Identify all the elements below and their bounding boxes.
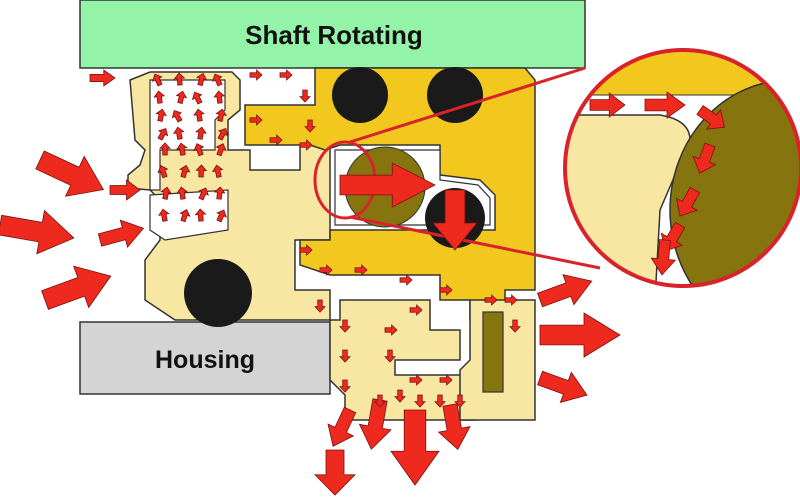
flow-arrow bbox=[159, 142, 171, 156]
flow-arrow bbox=[176, 142, 188, 156]
flow-arrow bbox=[212, 73, 223, 87]
lower-seal-ring bbox=[329, 299, 476, 421]
flow-arrow bbox=[509, 319, 521, 333]
flow-arrow bbox=[439, 374, 453, 386]
flow-arrow bbox=[211, 164, 224, 178]
flow-arrow bbox=[217, 127, 229, 141]
housing-label: Housing bbox=[155, 346, 255, 374]
flow-arrow bbox=[215, 108, 227, 122]
flow-arrow bbox=[414, 394, 426, 408]
flow-arrow bbox=[339, 162, 436, 208]
flow-arrow bbox=[194, 208, 207, 222]
flow-arrow bbox=[109, 179, 141, 201]
flow-arrow bbox=[339, 349, 351, 363]
shaft-label: Shaft Rotating bbox=[245, 20, 423, 50]
flow-arrow bbox=[299, 89, 311, 103]
flow-arrow bbox=[173, 126, 185, 140]
flow-arrow bbox=[269, 134, 283, 146]
flow-arrow bbox=[193, 143, 205, 157]
flow-arrow bbox=[155, 108, 167, 122]
flow-arrow bbox=[173, 72, 186, 86]
cavity bbox=[149, 79, 226, 191]
flow-arrow bbox=[409, 374, 423, 386]
flow-arrow bbox=[195, 164, 208, 178]
flow-arrow bbox=[215, 143, 227, 157]
flow-arrow bbox=[195, 72, 208, 87]
flow-arrow bbox=[484, 294, 498, 306]
flow-arrow bbox=[384, 349, 396, 363]
flow-arrow bbox=[434, 394, 446, 408]
flow-arrow bbox=[394, 389, 406, 403]
flow-arrow bbox=[314, 299, 326, 313]
flow-arrow bbox=[35, 150, 105, 197]
magnify-line-top bbox=[349, 66, 586, 144]
flow-arrow bbox=[213, 90, 226, 104]
magnified-view bbox=[565, 50, 800, 286]
flow-arrow bbox=[157, 127, 169, 141]
flow-arrow bbox=[191, 91, 203, 105]
flow-arrow bbox=[304, 119, 316, 133]
flow-arrow bbox=[539, 312, 621, 358]
flow-arrow bbox=[390, 409, 440, 486]
magnifier-circle bbox=[563, 48, 800, 288]
flow-arrow bbox=[195, 126, 207, 140]
magnify-line-bottom bbox=[349, 215, 601, 270]
flow-arrow bbox=[675, 186, 701, 217]
flow-arrow bbox=[198, 187, 209, 201]
flow-arrow bbox=[537, 274, 593, 308]
flow-arrow bbox=[0, 209, 75, 255]
flow-arrow bbox=[175, 90, 188, 104]
flow-arrow bbox=[692, 142, 717, 174]
flow-arrow bbox=[157, 165, 169, 179]
flow-arrow bbox=[358, 398, 392, 450]
flow-arrow bbox=[504, 294, 518, 306]
flow-arrow bbox=[537, 370, 588, 404]
flow-arrow bbox=[179, 164, 191, 179]
flow-arrow bbox=[97, 219, 145, 248]
flow-arrow bbox=[439, 284, 453, 296]
flow-arrow bbox=[339, 319, 351, 333]
housing-block bbox=[79, 321, 331, 395]
flow-arrow bbox=[339, 379, 351, 393]
flow-arrow bbox=[193, 108, 205, 122]
flow-arrow bbox=[327, 406, 357, 447]
flow-arrow bbox=[384, 324, 398, 336]
o-ring-top-left bbox=[332, 67, 388, 123]
flow-arrow bbox=[152, 73, 163, 87]
flow-arrow bbox=[171, 109, 183, 123]
flow-arrow bbox=[314, 449, 356, 496]
shaft-block bbox=[79, 0, 586, 69]
flow-arrow bbox=[409, 304, 423, 316]
flow-arrow bbox=[374, 394, 386, 408]
flow-arrow bbox=[696, 105, 726, 130]
flow-arrow bbox=[644, 91, 686, 119]
flow-arrow bbox=[249, 69, 263, 81]
flow-arrow bbox=[650, 239, 677, 276]
flow-arrow bbox=[319, 264, 333, 276]
flow-arrow bbox=[279, 69, 293, 81]
flow-arrow bbox=[213, 186, 226, 200]
flow-arrow bbox=[454, 394, 466, 408]
flow-arrow bbox=[299, 139, 313, 151]
flow-arrow bbox=[432, 189, 478, 251]
flow-arrow bbox=[41, 265, 112, 310]
flow-arrow bbox=[160, 186, 172, 200]
flow-arrow bbox=[399, 274, 413, 286]
flow-arrow bbox=[179, 209, 191, 223]
flow-arrow bbox=[176, 186, 188, 200]
flow-arrows bbox=[0, 69, 726, 496]
flow-arrow bbox=[589, 92, 626, 118]
flow-arrow bbox=[354, 264, 368, 276]
flow-arrow bbox=[437, 403, 471, 450]
flow-arrow bbox=[249, 114, 263, 126]
o-ring-housing bbox=[184, 259, 252, 327]
flow-arrow bbox=[216, 209, 227, 223]
olive-insert bbox=[482, 311, 504, 393]
flow-arrow bbox=[89, 69, 116, 87]
flow-arrow bbox=[299, 244, 313, 256]
flow-arrow bbox=[158, 208, 170, 222]
o-ring-top-right bbox=[427, 67, 483, 123]
flow-arrow bbox=[153, 90, 166, 104]
